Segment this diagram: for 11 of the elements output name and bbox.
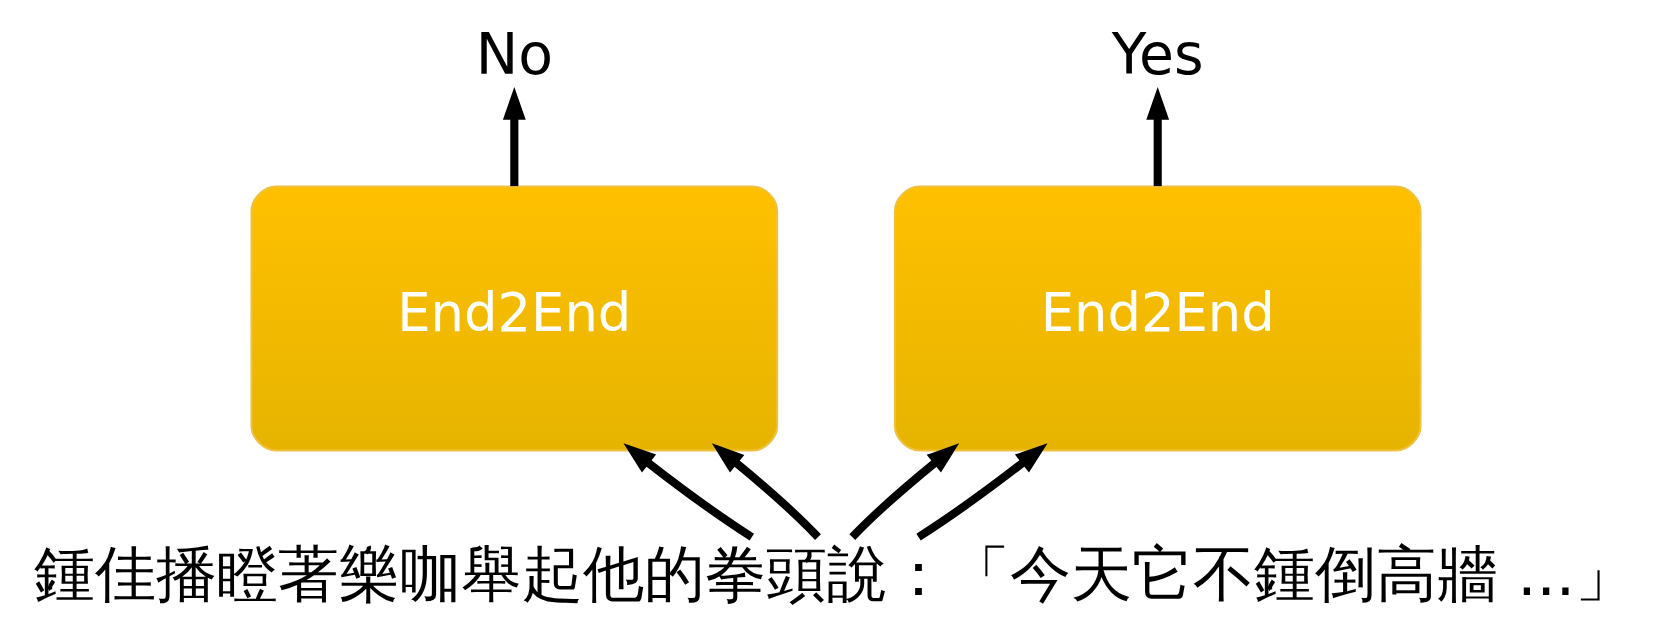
arrow <box>502 86 526 186</box>
node-text: No <box>475 20 553 87</box>
arrow <box>1146 86 1170 186</box>
arrow <box>623 442 754 541</box>
arrow <box>916 442 1048 541</box>
node-box: End2End <box>250 185 779 451</box>
arrow <box>711 442 821 540</box>
node-text: 鍾佳播瞪著樂咖舉起他的拳頭說：「今天它不鍾倒高牆 ...」 <box>33 537 1637 608</box>
node-text: Yes <box>1111 20 1204 87</box>
node-box: End2End <box>893 185 1422 451</box>
arrow <box>849 442 960 540</box>
